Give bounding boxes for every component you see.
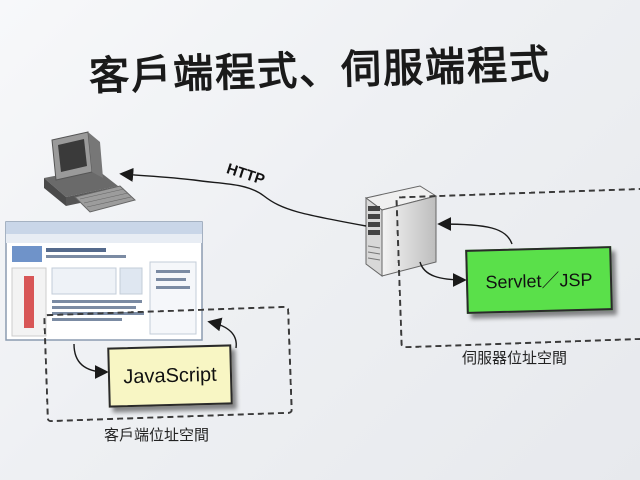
http-connection-arrow (119, 167, 367, 227)
client-computer-icon (44, 131, 137, 213)
browser-window-image (5, 221, 203, 341)
servlet-jsp-box: Servlet／JSP (465, 246, 613, 314)
servlet-jsp-label: Servlet／JSP (485, 269, 593, 293)
server-address-space-caption: 伺服器位址空間 (462, 349, 568, 367)
javascript-label: JavaScript (123, 363, 217, 388)
server-to-servlet-arrow (419, 261, 467, 287)
browser-to-javascript-arrow (73, 343, 109, 379)
server-tower-icon (364, 185, 438, 277)
javascript-box: JavaScript (107, 344, 233, 408)
client-address-space-caption: 客戶端位址空間 (104, 426, 210, 444)
javascript-to-browser-arrow (207, 317, 237, 349)
servlet-to-server-arrow (437, 217, 513, 245)
